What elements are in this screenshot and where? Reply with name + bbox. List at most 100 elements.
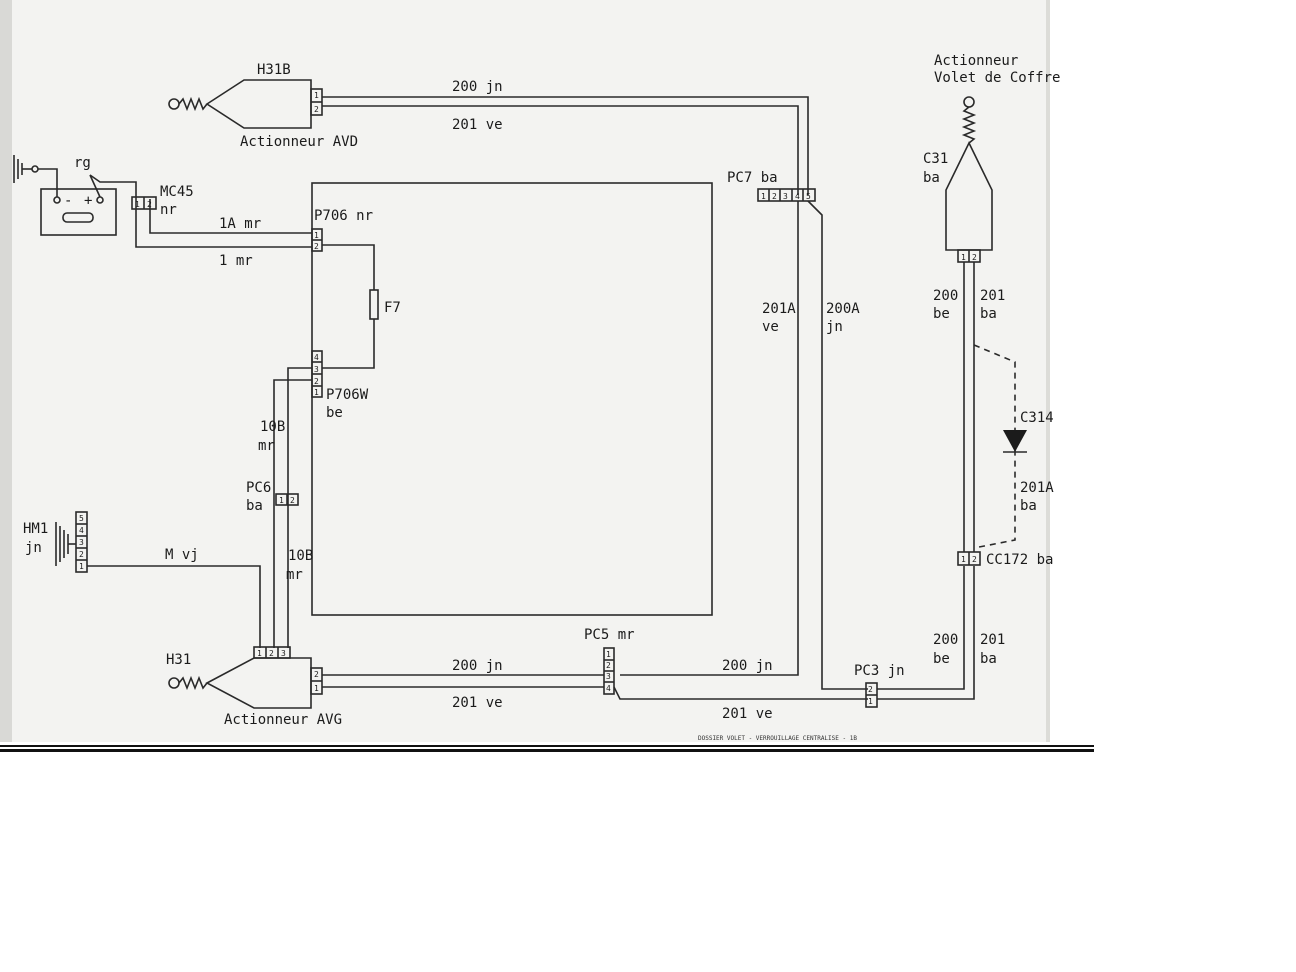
h31b-pin2: 2 [314,105,319,114]
f7-label: F7 [384,300,401,316]
svg-text:3: 3 [281,649,286,658]
p706w-label: P706W [326,387,369,403]
c31-label: C31 [923,151,948,167]
wire-201-bottom-label: 201 ve [452,695,503,711]
p706-label: P706 nr [314,208,373,224]
svg-text:1: 1 [135,200,140,209]
svg-text:3: 3 [606,672,611,681]
svg-text:1: 1 [314,231,319,240]
svg-text:2: 2 [314,670,319,679]
wire-1a-mr [149,199,312,234]
trunk-actuator-label-2: Volet de Coffre [934,70,1060,86]
svg-text:3: 3 [783,192,788,201]
svg-text:5: 5 [806,192,811,201]
p706w-connector: 4 3 2 1 [311,350,323,398]
wire-201-top-label: 201 ve [452,117,503,133]
pc6-label: PC6 [246,480,271,496]
wire-10b-upper-color: mr [258,438,275,454]
h31b-pin1: 1 [314,91,319,100]
h31-label: H31 [166,652,191,668]
svg-text:1: 1 [761,192,766,201]
schematic-scan [0,0,1050,742]
svg-text:2: 2 [269,649,274,658]
c314-label: C314 [1020,410,1054,426]
svg-text:2: 2 [972,555,977,564]
wire-201-bottom-right-label: 201 ve [722,706,773,722]
wire-201a [620,201,799,676]
wire-201-bottom-right-color: ba [980,651,997,667]
wire-200-pc3 [877,566,965,690]
wire-f7-to-p706w [322,319,375,369]
scan-left-edge [0,0,12,742]
svg-text:3: 3 [314,365,319,374]
wire-201-trunk-color: ba [980,306,997,322]
trunk-actuator: 1 2 [945,96,993,263]
svg-text:2: 2 [147,200,152,209]
dashed-diode-branch [973,344,1016,549]
page-rule-top [0,745,1094,747]
h31b-plunger-tip [168,98,180,110]
wire-201a-color: ve [762,319,779,335]
page-rule-bottom [0,749,1094,752]
pc7-label: PC7 ba [727,170,778,186]
svg-text:3: 3 [79,538,84,547]
wire-200a-color: jn [826,319,843,335]
h31b-body [205,79,312,129]
svg-text:4: 4 [606,684,611,693]
wire-200-bottom-label: 200 jn [452,658,503,674]
wire-200-trunk-color: be [933,306,950,322]
footer-caption: DOSSIER VOLET - VERROUILLAGE CENTRALISE … [698,735,857,742]
wire-201-dashed-label: 201A [1020,480,1054,496]
pc7-connector: 1 2 3 4 5 [757,188,816,202]
fuse-f7 [369,289,379,320]
wire-201-top [322,105,799,195]
wire-200-trunk-label: 200 [933,288,958,304]
h31b-spring [178,96,208,112]
p706w-color: be [326,405,343,421]
battery: - + [38,168,117,236]
wire-to-f7 [322,244,375,290]
svg-text:2: 2 [79,550,84,559]
svg-text:2: 2 [314,377,319,386]
actionneur-avg-label: Actionneur AVG [224,712,342,728]
wire-1-mr [89,174,312,248]
rg-label: rg [74,155,91,171]
mc45-label: MC45 [160,184,194,200]
hm1-ground-symbol [55,522,76,566]
wire-200-top-label: 200 jn [452,79,503,95]
wire-201a-label: 201A [762,301,796,317]
svg-text:1: 1 [79,562,84,571]
wire-10b-upper [287,367,312,648]
pc3-label: PC3 jn [854,663,905,679]
svg-text:1: 1 [961,253,966,262]
hm1-connector: 5 4 3 2 1 [75,511,88,573]
svg-text:1: 1 [961,555,966,564]
ground-symbol-top [13,155,39,183]
scan-right-edge [1046,0,1050,742]
trunk-actuator-label-1: Actionneur [934,53,1018,69]
h31b-actuator: 1 2 [168,79,323,129]
svg-text:2: 2 [314,242,319,251]
cc172-label: CC172 ba [986,552,1053,568]
svg-text:1: 1 [868,697,873,706]
actionneur-avd-label: Actionneur AVD [240,134,358,150]
svg-text:2: 2 [772,192,777,201]
svg-text:5: 5 [79,514,84,523]
wire-200a [807,200,868,690]
h31b-label: H31B [257,62,291,78]
svg-text:2: 2 [290,496,295,505]
hm1-label: HM1 [23,521,48,537]
wire-200a-label: 200A [826,301,860,317]
wire-201-trunk-label: 201 [980,288,1005,304]
svg-text:1: 1 [606,650,611,659]
svg-text:1: 1 [314,684,319,693]
svg-text:4: 4 [314,353,319,362]
wire-1-label: 1 mr [219,253,253,269]
wire-m-vj [87,565,261,648]
wire-10b-upper-label: 10B [260,419,285,435]
wire-200-bottom-right-label: 200 jn [722,658,773,674]
diode-c314 [1003,430,1027,452]
wire-201-bottom-right-num: 201 [980,632,1005,648]
wire-10b-lower-label: 10B [288,548,313,564]
